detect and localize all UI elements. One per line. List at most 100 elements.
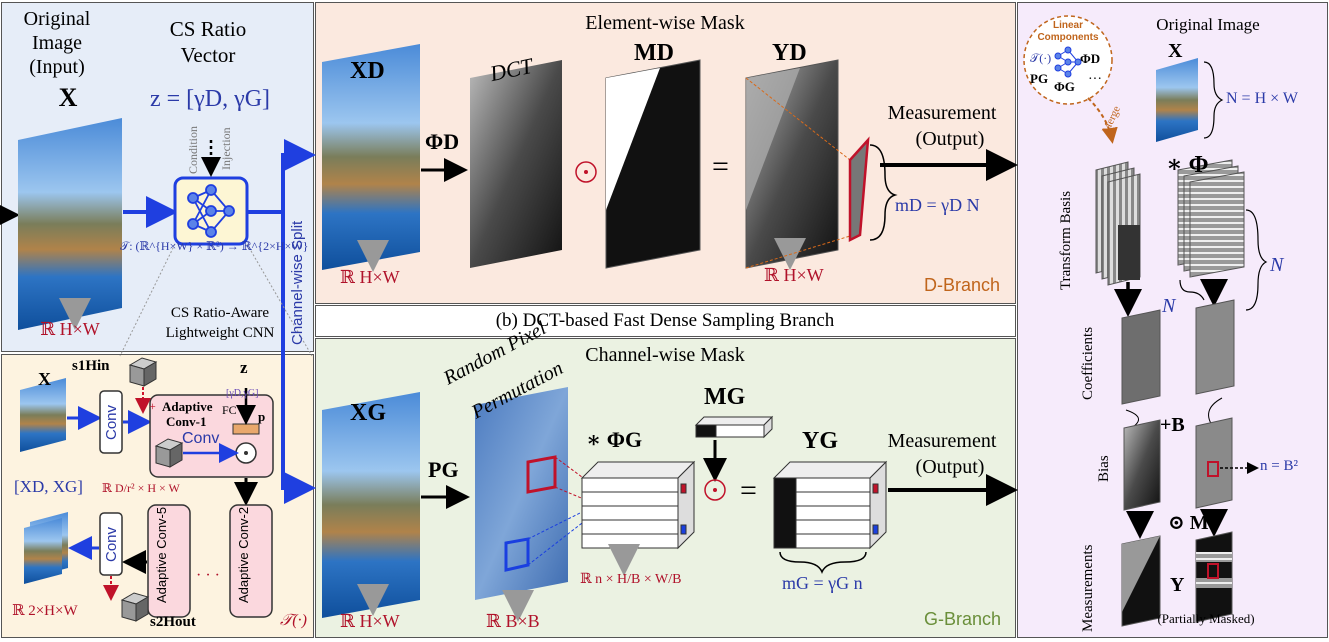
right-original-image [1156, 58, 1198, 142]
equals-g: = [740, 474, 757, 507]
md-mask-white [606, 68, 660, 210]
mg-bar [694, 415, 774, 439]
r2hw-label: ℝ 2×H×W [12, 603, 78, 619]
phid-label: ΦD [425, 129, 460, 154]
fc-label: FC [222, 403, 237, 417]
original-image [18, 118, 122, 330]
mg-brace [779, 551, 867, 575]
adaptive-conv-2 [229, 504, 273, 618]
phig-tensor [580, 460, 696, 550]
z-vector: z = [γD, γG] [149, 86, 271, 112]
mg-label: MG [704, 384, 746, 410]
right-y-symbol: Y [1170, 574, 1185, 596]
md-brace [869, 144, 898, 241]
g-output: (Output) [915, 456, 985, 478]
linear-network-icon [1054, 46, 1082, 78]
xg-image [322, 392, 420, 618]
rhw-a: ℝ H×W [40, 319, 100, 339]
bias-d [1123, 419, 1161, 511]
linear-label-2: Components [1037, 32, 1099, 43]
injection-label: Injection [219, 127, 233, 170]
x-symbol: X [58, 83, 78, 112]
adaptive-conv-5 [147, 504, 191, 618]
zoom-line-right [246, 243, 313, 357]
merge-arrow [1087, 97, 1118, 144]
s2h-label: s2Hout [150, 614, 196, 630]
linear-ellipsis: ··· [1088, 72, 1102, 87]
permutation-image [475, 387, 568, 600]
transform-basis-label: Transform Basis [1058, 190, 1074, 290]
adaptive2-label: Adaptive Conv-2 [236, 506, 251, 603]
t-output-image [24, 518, 62, 584]
linear-label-1: Linear [1052, 20, 1084, 31]
n-b2-label: n = B² [1260, 458, 1298, 474]
t-input-image [20, 378, 66, 452]
partially-label: (Partially Masked) [1157, 611, 1255, 626]
adaptive1-line2: Conv-1 [166, 414, 207, 429]
odot-g [704, 479, 726, 501]
caption-b: (b) DCT-based Fast Dense Sampling Branch [495, 310, 835, 331]
bias-label: Bias [1096, 455, 1112, 482]
cube-s1 [128, 357, 158, 387]
network-icon [187, 184, 235, 238]
d-branch-label: D-Branch [924, 275, 1001, 295]
n-label-2: N [1162, 295, 1176, 317]
t-symbol-label: 𝒯(·) [280, 612, 307, 629]
phi-label: ∗ Φ [1166, 152, 1209, 178]
phi-noise-stack [1177, 159, 1245, 278]
coefficients-g [1195, 299, 1235, 395]
conv-inner-label: Conv [182, 430, 220, 447]
transform-basis-stack [1095, 161, 1141, 286]
t-conv-bottom [99, 512, 123, 576]
cnn-label-1: CS Ratio-Aware [170, 305, 270, 321]
s1h-label: s1Hin [72, 358, 110, 374]
adaptive1-line1: Adaptive [162, 399, 213, 414]
g-title: Channel-wise Mask [585, 344, 745, 366]
rhw-g: ℝ H×W [340, 611, 400, 631]
cs-ratio-label: CS Ratio [169, 17, 247, 41]
image-label: Image [32, 32, 82, 54]
md-equation: mD = γD N [895, 195, 980, 215]
rnhw-label: ℝ n × H/B × W/B [580, 572, 682, 587]
xd-label: XD [350, 58, 385, 84]
equals-d: = [712, 150, 729, 183]
odot-d [575, 161, 597, 183]
yd-label: YD [772, 40, 807, 66]
conv-bottom-label: Conv [103, 526, 120, 562]
channel-split-label: Channel-wise Split [289, 220, 306, 345]
p-symbol: p [258, 409, 266, 424]
panel-caption-b [315, 305, 1016, 337]
measurements-label: Measurements [1080, 544, 1096, 632]
t-x-symbol: X [38, 369, 51, 389]
linear-t-op: 𝒯(·) [1030, 51, 1052, 65]
adaptive5-label: Adaptive Conv-5 [154, 506, 169, 603]
rhw-d2: ℝ H×W [764, 265, 824, 285]
right-title: Original Image [1156, 15, 1260, 34]
phig-label: ∗ ΦG [586, 427, 643, 452]
coefficients-d [1121, 309, 1161, 405]
d-title: Element-wise Mask [585, 12, 745, 34]
mapping-label: 𝒯: (ℝ^{H×W} × ℝ²) → ℝ^{2×H×W} [120, 239, 309, 253]
mg-equation: mG = γG n [782, 573, 863, 593]
plus-b-label: +B [1160, 414, 1185, 436]
yg-tensor [772, 460, 888, 550]
d-output: (Output) [915, 128, 985, 150]
pg-label: PG [428, 457, 459, 482]
md-measurement [848, 136, 870, 243]
vector-label: Vector [180, 43, 236, 67]
rdim-label: ℝ D/r² × H × W [102, 481, 180, 495]
linear-phig: ΦG [1054, 79, 1075, 94]
yg-label: YG [802, 428, 838, 454]
g-measurement: Measurement [887, 430, 997, 452]
conv-top-label: Conv [103, 404, 120, 440]
input-label: (Input) [29, 56, 85, 78]
xg-label: XG [350, 400, 386, 426]
odot-m-label: ⊙ M [1168, 512, 1209, 534]
n-label-1: N [1270, 254, 1284, 276]
xdxg-label: [XD, XG] [14, 477, 83, 496]
g-branch-label: G-Branch [924, 609, 1002, 629]
d-measurement: Measurement [887, 102, 997, 124]
zoom-line-left [119, 243, 176, 357]
linear-pg: PG [1030, 71, 1049, 86]
